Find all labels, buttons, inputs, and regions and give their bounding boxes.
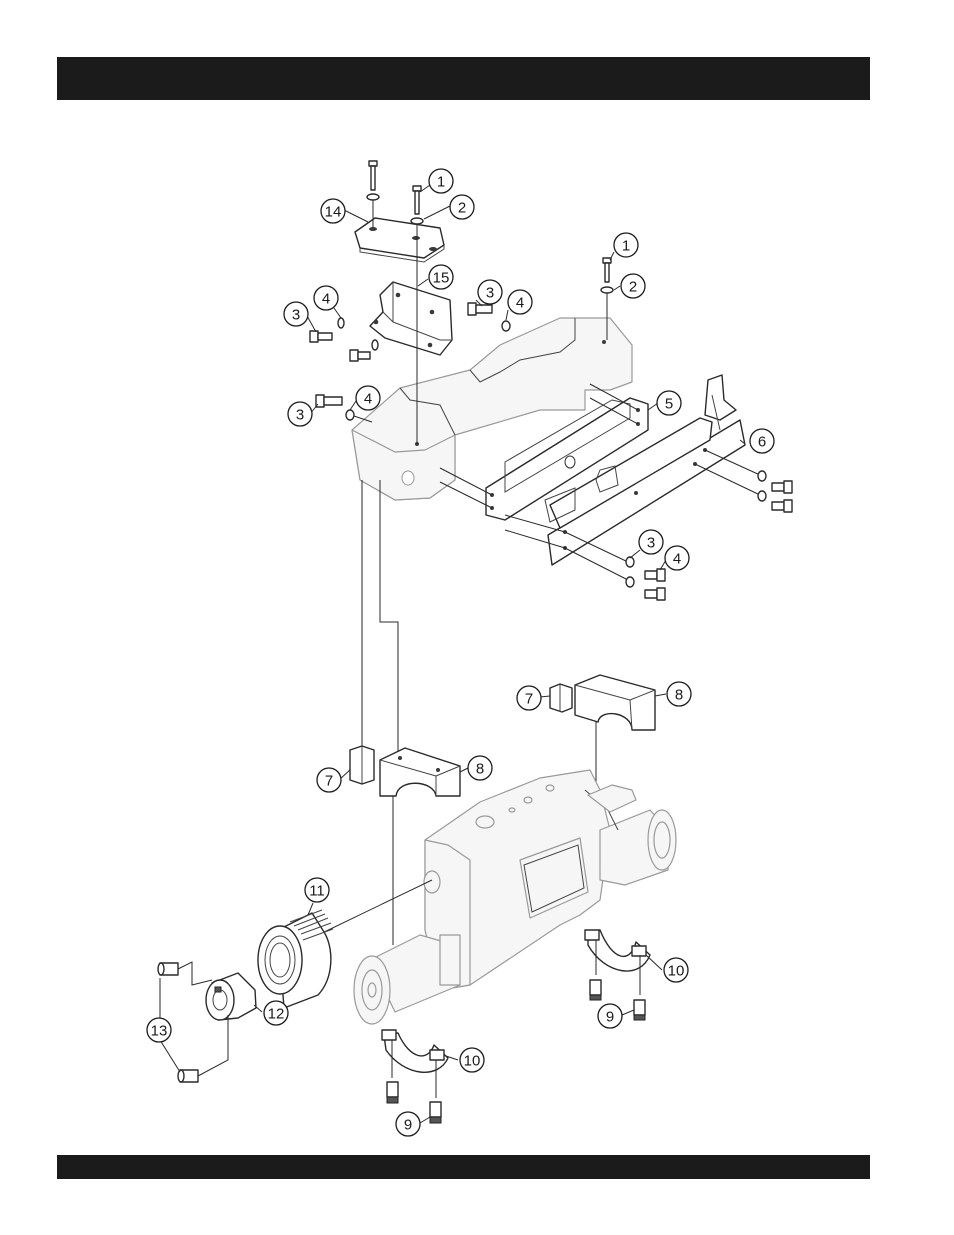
callout-number: 6 bbox=[758, 434, 766, 451]
callout-number: 2 bbox=[458, 200, 466, 217]
callout-number: 5 bbox=[665, 396, 673, 413]
callout-c4c: 4 bbox=[356, 386, 380, 410]
callout-number: 3 bbox=[296, 407, 304, 424]
callout-c7a: 7 bbox=[517, 686, 541, 710]
callout-leaders bbox=[254, 185, 745, 1123]
callout-c3b: 3 bbox=[478, 280, 502, 304]
callout-c2b: 2 bbox=[621, 274, 645, 298]
callout-c9a: 9 bbox=[598, 1004, 622, 1028]
callout-number: 14 bbox=[325, 204, 342, 221]
rail-bolts-right bbox=[758, 471, 792, 512]
callout-c13: 13 bbox=[147, 1018, 171, 1042]
callout-number: 1 bbox=[437, 174, 445, 191]
plate-bracket-14 bbox=[355, 218, 444, 262]
block-7-upper bbox=[550, 684, 572, 712]
callout-c11: 11 bbox=[305, 878, 329, 902]
callout-number: 8 bbox=[476, 761, 484, 778]
callout-number: 1 bbox=[622, 238, 630, 255]
callout-c7b: 7 bbox=[317, 768, 341, 792]
rail-bolts-lower bbox=[626, 557, 665, 600]
mounting-frame bbox=[352, 318, 632, 500]
callout-c4d: 4 bbox=[665, 546, 689, 570]
clamp-8-lower bbox=[380, 748, 460, 796]
callout-number: 4 bbox=[322, 291, 330, 308]
callout-c8b: 8 bbox=[468, 756, 492, 780]
callout-c2a: 2 bbox=[450, 195, 474, 219]
callout-c3c: 3 bbox=[288, 402, 312, 426]
callout-number: 4 bbox=[673, 551, 681, 568]
callout-c8a: 8 bbox=[667, 682, 691, 706]
callout-number: 7 bbox=[525, 691, 533, 708]
bushing-12 bbox=[206, 973, 256, 1020]
callout-c1a: 1 bbox=[429, 169, 453, 193]
callout-c5: 5 bbox=[657, 391, 681, 415]
callout-number: 4 bbox=[516, 295, 524, 312]
pulley-shaft-line bbox=[318, 880, 432, 935]
callout-number: 12 bbox=[268, 1006, 285, 1023]
callout-number: 10 bbox=[668, 963, 685, 980]
callout-c4a: 4 bbox=[314, 286, 338, 310]
callout-number: 11 bbox=[309, 883, 325, 900]
clamp-8-upper bbox=[575, 675, 655, 730]
callout-number: 10 bbox=[464, 1053, 481, 1070]
callout-c10a: 10 bbox=[664, 958, 688, 982]
gearbox-housing bbox=[354, 770, 676, 1024]
callout-number: 8 bbox=[675, 687, 683, 704]
callout-number: 3 bbox=[292, 307, 300, 324]
callout-c4b: 4 bbox=[508, 290, 532, 314]
callout-c6: 6 bbox=[750, 429, 774, 453]
callout-number: 13 bbox=[151, 1023, 168, 1040]
block-7-lower bbox=[350, 746, 374, 784]
callout-number: 3 bbox=[647, 535, 655, 552]
callout-number: 9 bbox=[606, 1009, 614, 1026]
callout-number: 2 bbox=[629, 279, 637, 296]
bolt-3-upper-mid bbox=[468, 303, 510, 331]
bolt-3-upper-left bbox=[310, 318, 378, 361]
callout-number: 4 bbox=[364, 391, 372, 408]
callout-number: 15 bbox=[433, 270, 450, 287]
callout-c3d: 3 bbox=[639, 530, 663, 554]
callout-c14: 14 bbox=[321, 199, 345, 223]
callout-c15: 15 bbox=[429, 265, 453, 289]
callout-number: 3 bbox=[486, 285, 494, 302]
callout-c12: 12 bbox=[264, 1001, 288, 1025]
callout-c1b: 1 bbox=[614, 233, 638, 257]
callout-number: 7 bbox=[325, 773, 333, 790]
callout-c3a: 3 bbox=[284, 302, 308, 326]
pulley-11 bbox=[258, 910, 333, 1008]
callout-c10b: 10 bbox=[460, 1048, 484, 1072]
angle-bracket-15 bbox=[370, 282, 452, 355]
callout-c9b: 9 bbox=[396, 1112, 420, 1136]
callout-number: 9 bbox=[404, 1117, 412, 1134]
